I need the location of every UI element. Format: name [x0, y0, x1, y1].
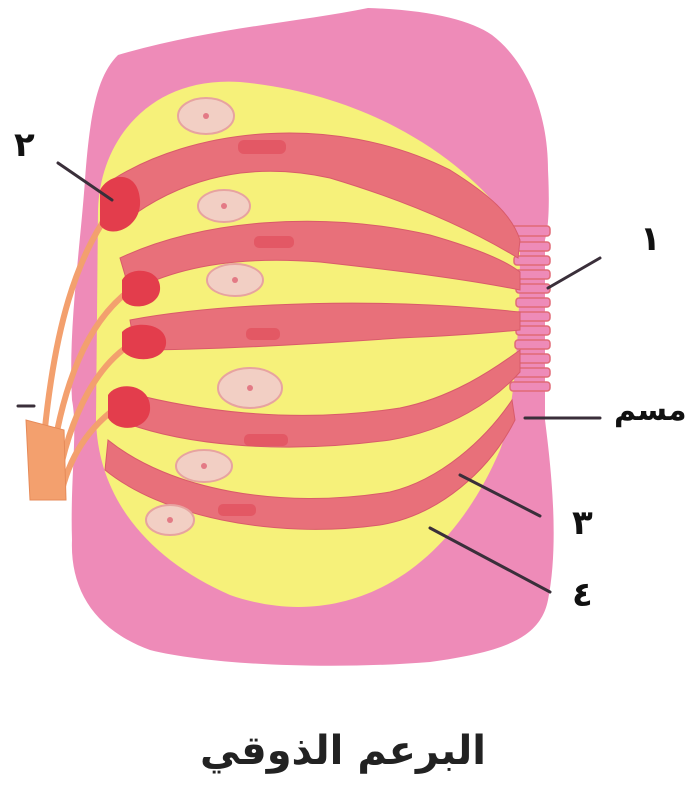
- label-1: ١: [640, 222, 661, 256]
- label-4: ٤: [572, 578, 593, 612]
- diagram-caption: البرعم الذوقي: [0, 728, 686, 774]
- label-pore: مسم: [614, 396, 686, 426]
- label-3: ٣: [572, 506, 593, 540]
- nerve-bundle: [26, 420, 66, 500]
- label-2: ٢: [14, 128, 35, 162]
- leader-line-1: [548, 258, 600, 288]
